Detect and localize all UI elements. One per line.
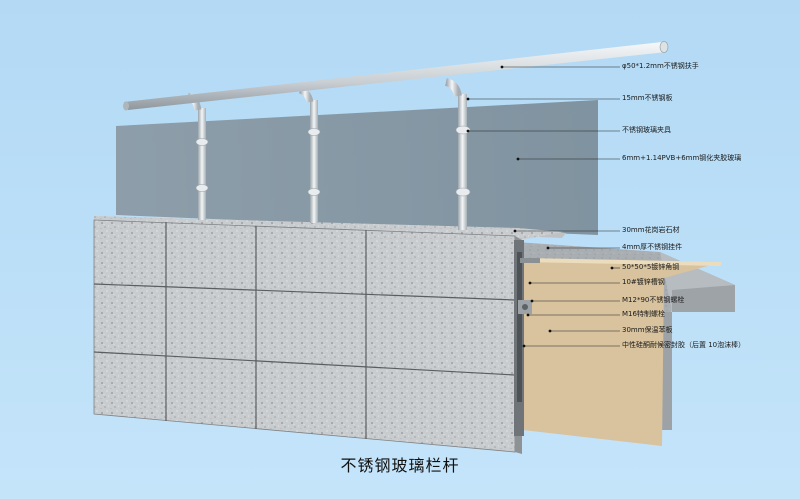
- label-plate: 15mm不锈钢板: [622, 94, 673, 102]
- steel-hanger: [514, 240, 540, 436]
- label-bolt: M12*90不锈钢螺栓: [622, 296, 685, 304]
- post-3: [444, 78, 471, 230]
- leader-dots: [466, 65, 614, 348]
- glass-panel: [116, 100, 598, 235]
- leader-lines: [468, 66, 620, 347]
- label-clamp: 不锈钢玻璃夹具: [622, 126, 671, 134]
- label-handrail: φ50*1.2mm不锈钢扶手: [622, 62, 699, 70]
- label-granite: 30mm花岗岩石材: [622, 226, 680, 234]
- handrail: [123, 41, 669, 111]
- label-insulation: 30mm保温苯板: [622, 326, 673, 334]
- label-hanger: 4mm厚不锈钢挂件: [622, 243, 683, 251]
- label-angle: 50*50*5镀锌角钢: [622, 263, 680, 271]
- label-sealant: 中性硅酮耐候密封胶（后置 10泡沫棒）: [622, 341, 746, 349]
- granite-cladding: [93, 219, 522, 454]
- diagram-title: 不锈钢玻璃栏杆: [340, 456, 460, 475]
- insulation-board: [523, 258, 722, 446]
- label-channel: 10#镀锌槽钢: [622, 278, 665, 286]
- label-anchor: M16特制螺栓: [622, 310, 665, 318]
- label-glass: 6mm+1.14PVB+6mm钢化夹胶玻璃: [622, 154, 742, 162]
